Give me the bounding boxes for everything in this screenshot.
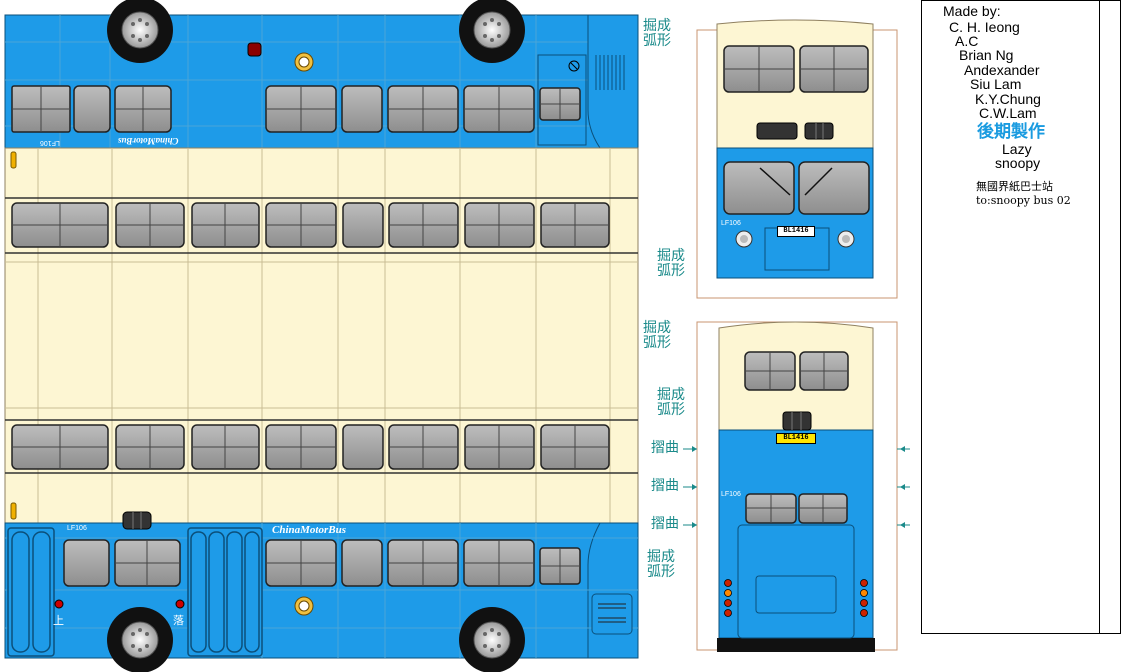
- curve-instruction-text: 掘成弧形: [643, 18, 671, 49]
- fleet-number-label: LF106: [67, 525, 87, 532]
- curve-instruction-text: 掘成弧形: [657, 248, 685, 279]
- fold-instruction: 摺曲: [651, 478, 679, 494]
- fleet-number-label: LF106: [721, 220, 741, 227]
- curve-instruction-text: 掘成弧形: [657, 387, 685, 418]
- rear-view: [683, 321, 910, 652]
- brand-label: ChinaMotorBus: [118, 136, 179, 146]
- post-production-name: snoopy: [995, 155, 1041, 171]
- credit-name: A.C: [955, 33, 979, 49]
- credit-name: C.W.Lam: [979, 105, 1037, 121]
- curve-instruction: 掘成弧形: [643, 321, 675, 351]
- wheel-icon: [459, 0, 525, 63]
- upper-side-panel: [4, 14, 639, 149]
- fleet-number-label: LF106: [721, 491, 741, 498]
- rear-door: [187, 527, 263, 657]
- credits-panel: Made by: C. H. Ieong A.C Brian Ng Andexa…: [921, 0, 1100, 634]
- credit-name: Brian Ng: [959, 47, 1014, 63]
- credits-side-column: [1099, 0, 1121, 634]
- curve-instruction: 掘成弧形: [647, 550, 679, 580]
- door-label-down: 落: [173, 615, 184, 627]
- curve-instruction: 掘成弧形: [643, 19, 687, 49]
- fold-instruction: 摺曲: [651, 440, 679, 456]
- front-door: [7, 527, 55, 657]
- credits-heading: Made by:: [943, 3, 1001, 19]
- post-production-name: Lazy: [1002, 141, 1032, 157]
- credit-name: C. H. Ieong: [949, 19, 1020, 35]
- wheel-icon: [107, 0, 173, 63]
- front-number-plate: BL1416: [777, 226, 815, 237]
- curve-instruction-text: 掘成弧形: [647, 549, 675, 580]
- credit-name: Siu Lam: [970, 76, 1022, 92]
- curve-instruction: 掘成弧形: [657, 249, 689, 279]
- rear-number-plate: BL1416: [776, 433, 816, 444]
- front-view: [696, 19, 898, 299]
- source-line: 無國界紙巴士站: [976, 180, 1053, 193]
- wheel-icon: [459, 607, 525, 672]
- door-label-up: 上: [53, 615, 64, 627]
- credit-name: Andexander: [964, 62, 1040, 78]
- roof-panel: [4, 147, 639, 524]
- curve-instruction-text: 掘成弧形: [643, 320, 671, 351]
- credit-name: K.Y.Chung: [975, 91, 1041, 107]
- wheel-icon: [107, 607, 173, 672]
- to-line: to:snoopy bus 02: [976, 194, 1071, 207]
- fleet-number-label: LF106: [40, 139, 60, 146]
- brand-label: ChinaMotorBus: [272, 524, 346, 536]
- post-production-title: 後期製作: [977, 122, 1045, 142]
- fold-instruction: 摺曲: [651, 516, 679, 532]
- curve-instruction: 掘成弧形: [657, 388, 689, 418]
